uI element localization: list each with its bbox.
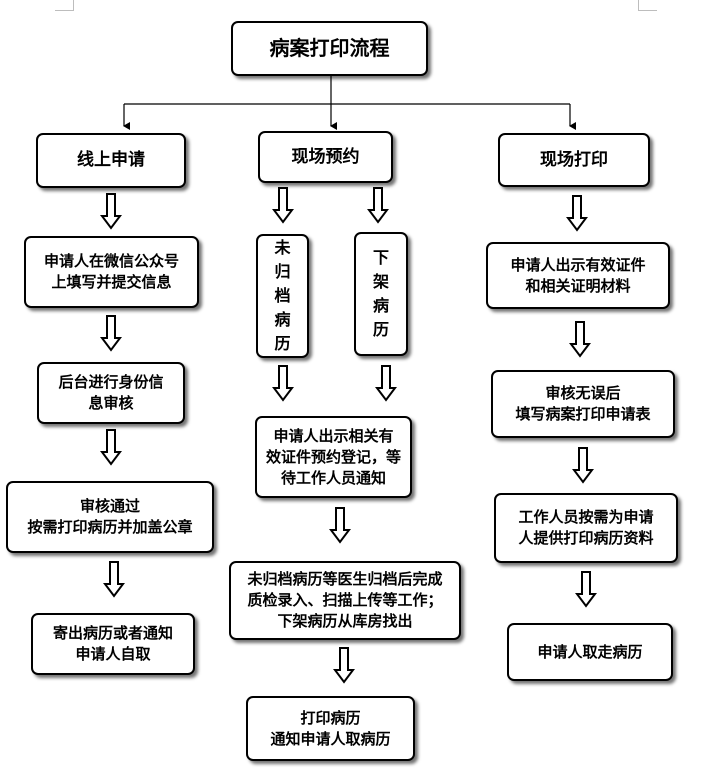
arrow-online-4: [104, 561, 124, 597]
arrow-reserve-right-1: [368, 187, 388, 223]
arrow-reserve-left-2: [273, 365, 293, 401]
onsite-print-header: 现场打印: [498, 133, 650, 187]
arrow-reserve-3: [330, 507, 350, 543]
reserve-step-print-and-notify: 打印病历 通知申请人取病历: [246, 696, 415, 761]
online-step-print-and-stamp: 审核通过 按需打印病历并加盖公章: [6, 481, 214, 553]
onsite-reservation-header: 现场预约: [258, 131, 393, 183]
arrow-reserve-right-2: [376, 365, 396, 401]
online-step-identity-review: 后台进行身份信 息审核: [37, 362, 185, 424]
branch-shelved-records: 下 架 病 历: [354, 232, 408, 356]
arrow-print-1: [567, 195, 587, 231]
online-step-submit-info: 申请人在微信公众号 上填写并提交信息: [24, 236, 199, 308]
page-corner-mark-right: [638, 0, 657, 11]
reserve-step-register: 申请人出示相关有 效证件预约登记，等 待工作人员通知: [255, 416, 412, 498]
online-application-header: 线上申请: [36, 133, 186, 188]
arrow-online-2: [101, 315, 121, 351]
page-corner-mark-left: [55, 0, 74, 11]
print-step-collect-records: 申请人取走病历: [507, 623, 673, 681]
print-step-staff-provide: 工作人员按需为申请 人提供打印病历资料: [494, 493, 678, 563]
title-box: 病案打印流程: [231, 21, 428, 76]
arrow-print-4: [576, 571, 596, 607]
reserve-step-archive-or-retrieve: 未归档病历等医生归档后完成 质检录入、扫描上传等工作； 下架病历从库房找出: [229, 561, 461, 640]
arrow-online-3: [101, 429, 121, 465]
print-step-fill-application: 审核无误后 填写病案打印申请表: [491, 370, 675, 438]
arrow-online-1: [101, 193, 121, 229]
arrow-print-2: [570, 321, 590, 357]
print-step-show-documents: 申请人出示有效证件 和相关证明材料: [486, 242, 670, 309]
title-connectors: [123, 76, 576, 130]
arrow-reserve-left-1: [273, 187, 293, 223]
arrow-reserve-4: [334, 647, 354, 683]
online-step-mail-or-pickup: 寄出病历或者通知 申请人自取: [31, 613, 195, 675]
branch-unarchived-records: 未 归 档 病 历: [256, 234, 309, 358]
arrow-print-3: [573, 447, 593, 483]
